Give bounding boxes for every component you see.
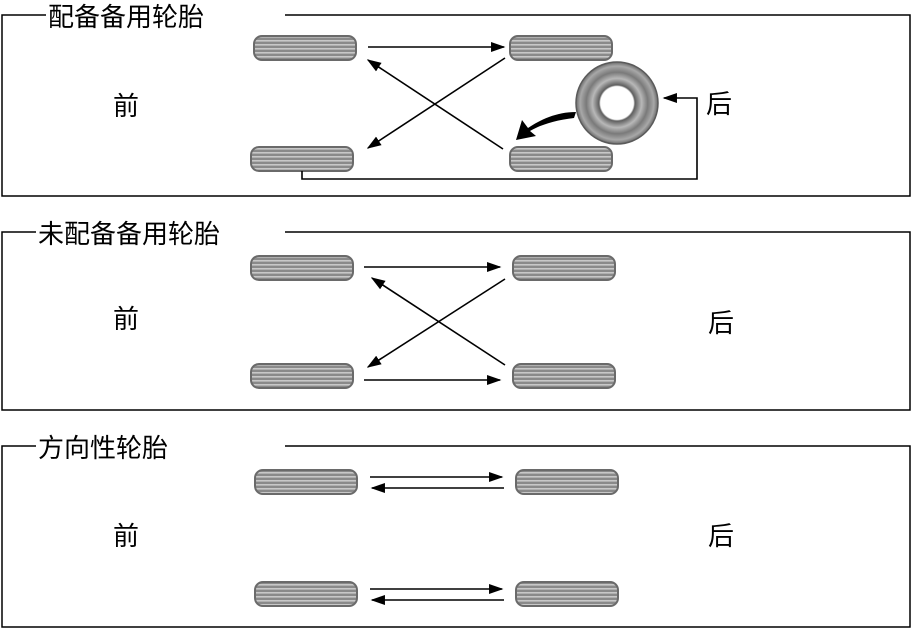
panel-title: 方向性轮胎 [38,434,168,464]
tire-front-left [250,255,354,281]
rear-label: 后 [706,90,732,120]
arrow-rear-right-to-front-left [370,277,506,366]
front-label: 前 [113,92,139,122]
arrow-rear-left-to-front-right [366,57,506,149]
panel-frame [1,445,911,628]
panel-frame [1,14,911,197]
tire-front-left [253,35,357,61]
arrow-rear-left-to-front-right [366,278,506,368]
tire-rear-right [512,363,616,389]
arrow-rear-right-to-front-left [366,59,504,150]
front-label: 前 [113,305,139,335]
panel-title: 配备备用轮胎 [48,3,204,33]
panel-frame [1,231,911,411]
tire-rear-right [509,146,613,172]
arrow-front-right-to-spare [301,92,698,180]
front-label: 前 [113,522,139,552]
rear-label: 后 [708,522,734,552]
tire-rear-left [512,255,616,281]
tire-front-right [250,363,354,389]
tire-rear-right [515,581,619,607]
tire-front-right [254,581,358,607]
panel-title: 未配备备用轮胎 [38,220,220,250]
tire-front-left [254,469,358,495]
spare-tire [575,61,659,145]
rear-label: 后 [708,309,734,339]
arrow-spare-to-rear [516,112,576,140]
tire-front-right [250,146,354,172]
tire-rear-left [509,35,613,61]
panel-with-spare: 配备备用轮胎 前 后 [1,3,911,197]
tire-rear-left [515,469,619,495]
panel-without-spare: 未配备备用轮胎 前 后 [1,220,911,411]
panel-directional: 方向性轮胎 前 后 [1,434,911,628]
